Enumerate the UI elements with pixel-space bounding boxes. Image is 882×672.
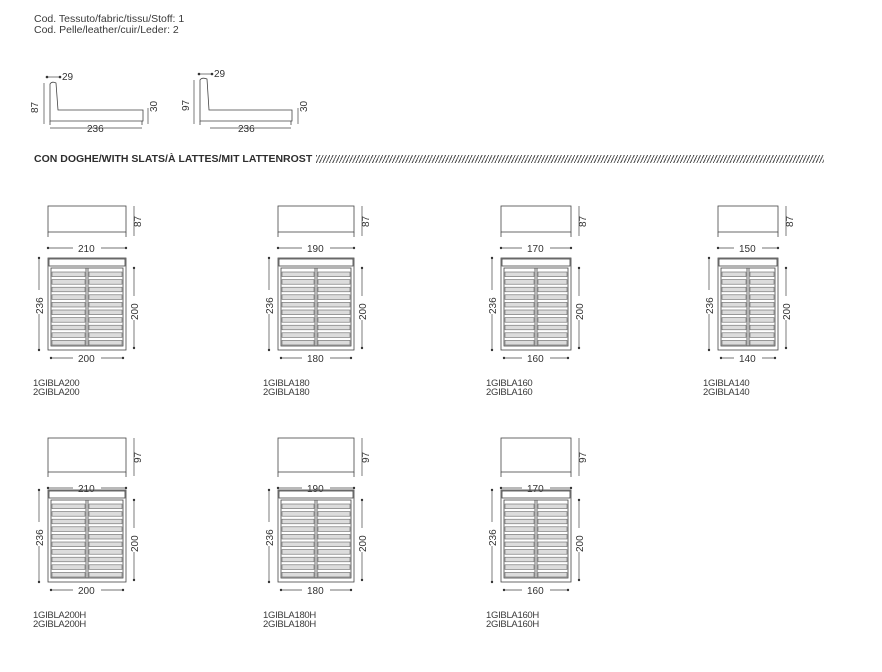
hatch-decoration	[316, 155, 824, 164]
mattress-length-label: 200	[575, 535, 586, 552]
outer-width-label: 170	[527, 244, 544, 255]
fabric-code-text: Cod. Tessuto/fabric/tissu/Stoff: 1	[34, 13, 185, 25]
bed-plan-drawing: 97 190 236 200 180	[263, 437, 372, 597]
outer-width-label: 150	[739, 244, 756, 255]
model-code-fabric: 1GIBLA140	[703, 378, 750, 389]
bed-plan-drawing: 87 190 236 200 180	[263, 205, 372, 365]
model-code-leather: 2GIBLA180	[263, 387, 310, 398]
model-code-fabric: 1GIBLA160	[486, 378, 533, 389]
outer-width-label: 190	[307, 244, 324, 255]
headboard-depth-label: 29	[62, 72, 74, 83]
section-title-text: CON DOGHE/WITH SLATS/À LATTES/MIT LATTEN…	[34, 153, 313, 165]
mattress-length-label: 200	[130, 303, 141, 320]
headboard-height-label: 97	[361, 451, 372, 463]
mattress-length-label: 200	[575, 303, 586, 320]
side-height-label: 30	[299, 100, 310, 112]
model-code-fabric: 1GIBLA160H	[486, 610, 539, 621]
model-code-fabric: 1GIBLA200	[33, 378, 80, 389]
model-code-fabric: 1GIBLA180H	[263, 610, 316, 621]
length-label: 236	[488, 529, 499, 546]
length-label: 236	[265, 529, 276, 546]
mattress-width-label: 200	[78, 586, 95, 597]
mattress-length-label: 200	[358, 535, 369, 552]
mattress-length-label: 200	[130, 535, 141, 552]
mattress-width-label: 160	[527, 586, 544, 597]
mattress-width-label: 180	[307, 354, 324, 365]
headboard-height-label: 97	[578, 451, 589, 463]
headboard-height-label: 87	[361, 215, 372, 227]
model-code-leather: 2GIBLA200	[33, 387, 80, 398]
length-label: 236	[87, 124, 104, 135]
side-view-drawing-1: 29 87 236 30	[30, 72, 160, 135]
headboard-height-label: 87	[133, 215, 144, 227]
mattress-width-label: 140	[739, 354, 756, 365]
model-code-leather: 2GIBLA180H	[263, 619, 316, 630]
bed-plan-drawing: 87 150 236 200 140	[703, 205, 796, 365]
length-label: 236	[238, 124, 255, 135]
height-label: 97	[181, 99, 192, 111]
mattress-width-label: 160	[527, 354, 544, 365]
side-height-label: 30	[149, 100, 160, 112]
model-code-leather: 2GIBLA200H	[33, 619, 86, 630]
mattress-length-label: 200	[358, 303, 369, 320]
leather-code-text: Cod. Pelle/leather/cuir/Leder: 2	[34, 24, 179, 36]
mattress-width-label: 180	[307, 586, 324, 597]
bed-plan-drawing: 87 210 236 200 200	[33, 205, 144, 365]
bed-plan-drawing: 87 170 236 200 160	[486, 205, 589, 365]
outer-width-label: 170	[527, 484, 544, 495]
length-label: 236	[35, 297, 46, 314]
side-view-drawing-2: 29 97 236 30	[181, 69, 310, 135]
model-code-fabric: 1GIBLA200H	[33, 610, 86, 621]
mattress-width-label: 200	[78, 354, 95, 365]
bed-plan-drawing: 97 170 236 200 160	[486, 437, 589, 597]
headboard-height-label: 97	[133, 451, 144, 463]
headboard-height-label: 87	[578, 215, 589, 227]
height-label: 87	[30, 101, 41, 113]
outer-width-label: 210	[78, 484, 95, 495]
length-label: 236	[705, 297, 716, 314]
section-title: CON DOGHE/WITH SLATS/À LATTES/MIT LATTEN…	[34, 153, 824, 167]
outer-width-label: 190	[307, 484, 324, 495]
length-label: 236	[488, 297, 499, 314]
model-code-leather: 2GIBLA160H	[486, 619, 539, 630]
outer-width-label: 210	[78, 244, 95, 255]
length-label: 236	[265, 297, 276, 314]
length-label: 236	[35, 529, 46, 546]
headboard-depth-label: 29	[214, 69, 226, 80]
mattress-length-label: 200	[782, 303, 793, 320]
model-code-fabric: 1GIBLA180	[263, 378, 310, 389]
model-code-leather: 2GIBLA140	[703, 387, 750, 398]
headboard-height-label: 87	[785, 215, 796, 227]
bed-plan-drawing: 97 210 236 200 200	[33, 437, 144, 597]
model-code-leather: 2GIBLA160	[486, 387, 533, 398]
